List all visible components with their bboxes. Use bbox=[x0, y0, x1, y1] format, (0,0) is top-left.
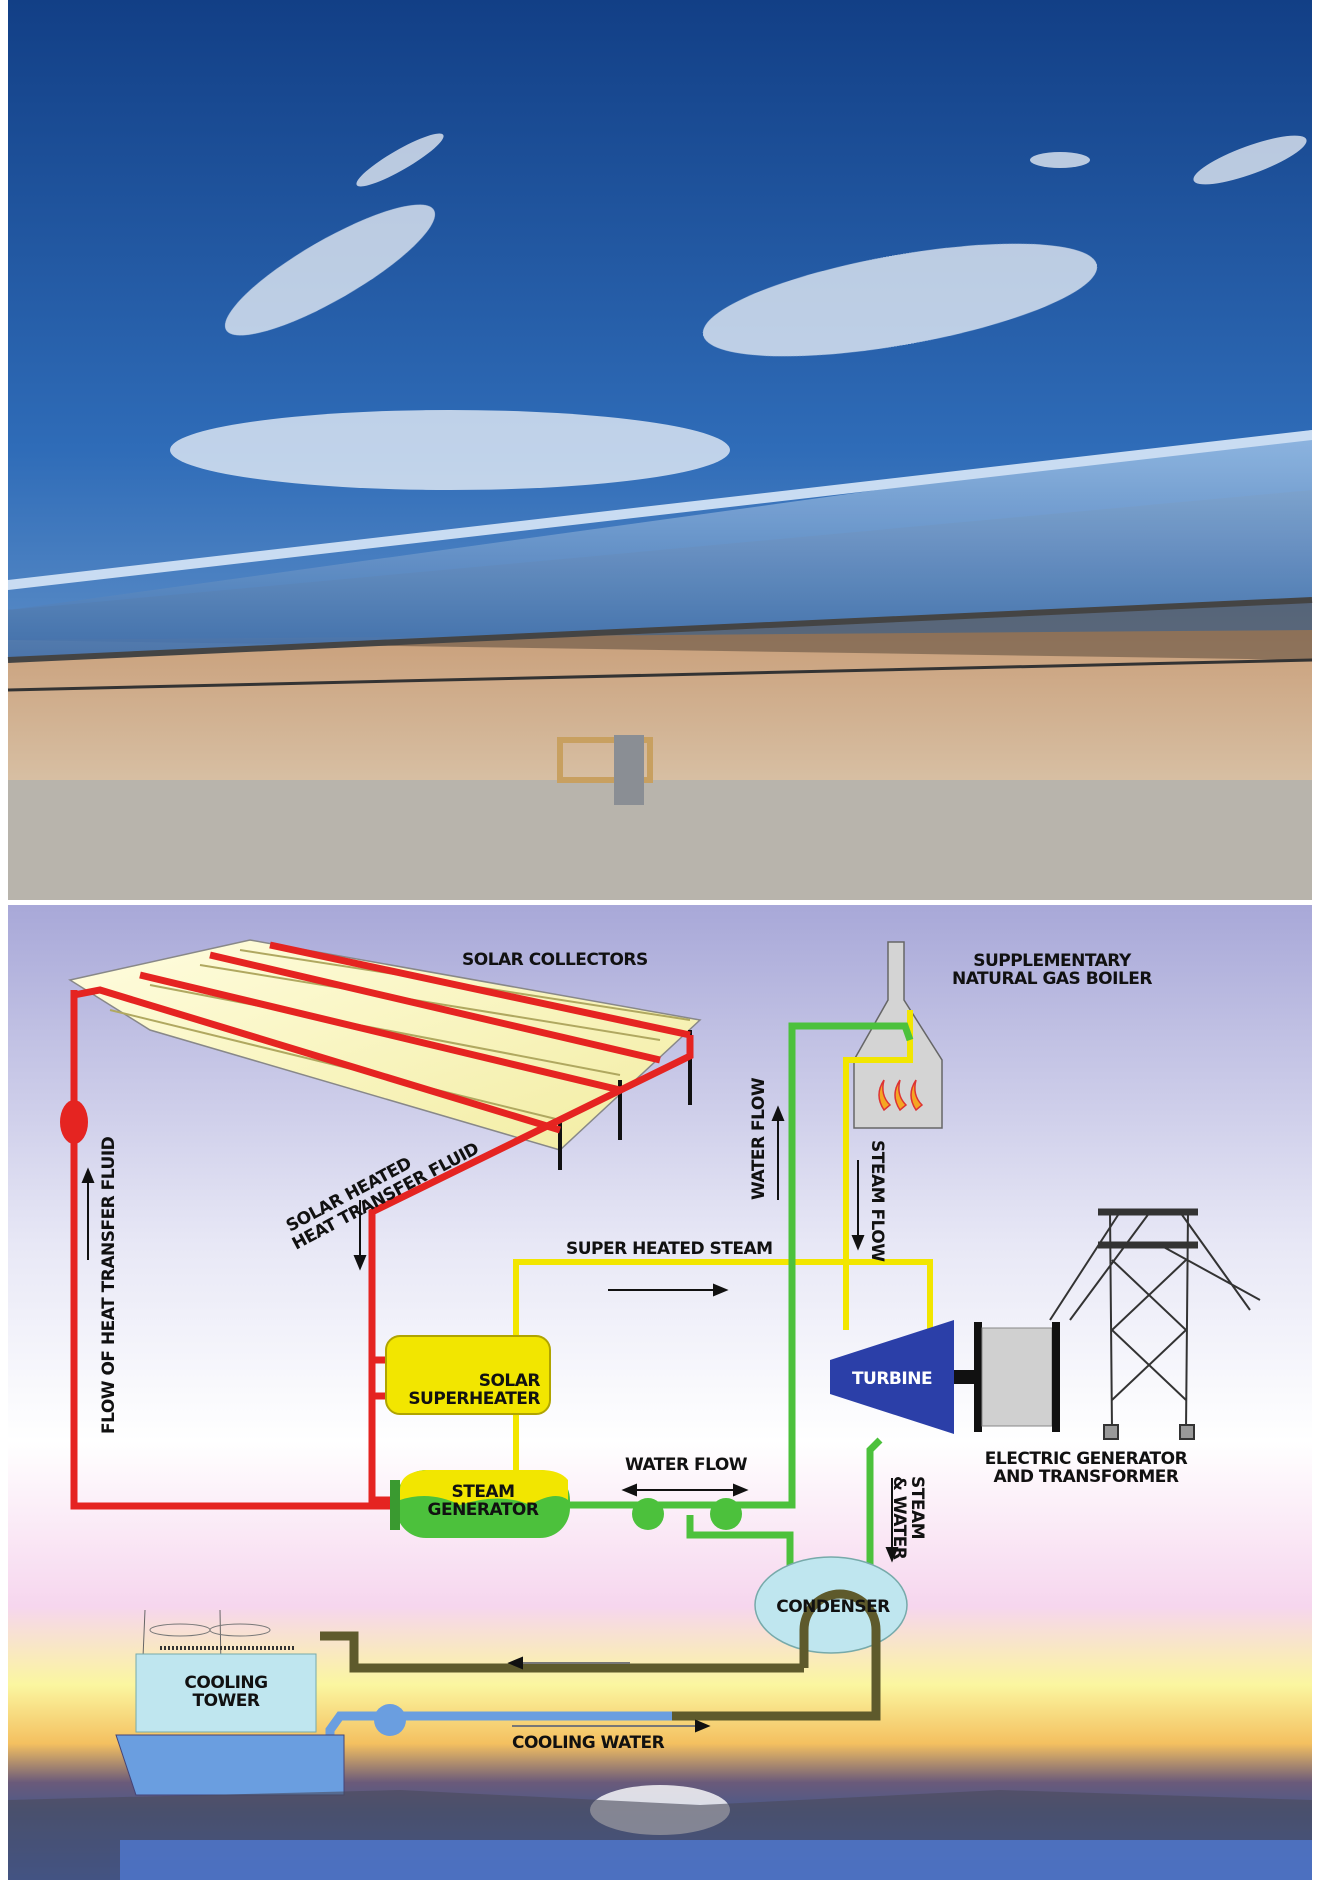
condenser-label: CONDENSER bbox=[776, 1597, 890, 1617]
flame-icon bbox=[878, 1079, 924, 1112]
solar-superheater bbox=[385, 1335, 551, 1415]
htf-pump-icon bbox=[60, 1100, 88, 1144]
water-flow-label: WATER FLOW bbox=[625, 1455, 748, 1475]
boiler-label-2: NATURAL GAS BOILER bbox=[952, 969, 1152, 989]
cooling-pump-icon bbox=[374, 1704, 406, 1736]
turbine bbox=[830, 1320, 954, 1434]
electric-generator bbox=[981, 1327, 1053, 1427]
steam-generator-label-1: STEAM bbox=[451, 1482, 514, 1502]
cooling-tower-label-2: TOWER bbox=[192, 1691, 259, 1711]
cooling-tower-label-1: COOLING bbox=[184, 1673, 267, 1693]
cooling-tower bbox=[115, 1609, 345, 1796]
flow-htf-label: FLOW OF HEAT TRANSFER FLUID bbox=[99, 1136, 119, 1434]
flow-arrows bbox=[81, 1105, 899, 1733]
superheater-label-1: SOLAR bbox=[479, 1371, 541, 1391]
cooling-water-label: COOLING WATER bbox=[512, 1733, 665, 1753]
clouds bbox=[170, 133, 1307, 490]
steam-flow-label: STEAM FLOW bbox=[867, 1140, 887, 1262]
solar-field-photo bbox=[7, 0, 1313, 900]
water-flow-vertical-label: WATER FLOW bbox=[749, 1077, 769, 1200]
generator-label-2: AND TRANSFORMER bbox=[993, 1467, 1178, 1487]
solar-collectors bbox=[68, 939, 702, 1170]
mirror-array bbox=[7, 430, 1313, 692]
water-pump-icon bbox=[632, 1498, 664, 1530]
condenser bbox=[754, 1556, 908, 1654]
steam-generator-label-2: GENERATOR bbox=[428, 1500, 539, 1520]
turbine-shaft bbox=[954, 1370, 974, 1384]
boiler-label-1: SUPPLEMENTARY bbox=[973, 951, 1132, 971]
super-heated-steam-label: SUPER HEATED STEAM bbox=[566, 1239, 773, 1259]
superheater-label-2: SUPERHEATER bbox=[408, 1389, 540, 1409]
water-pump-icon bbox=[710, 1498, 742, 1530]
transmission-tower-icon bbox=[1049, 1208, 1261, 1440]
steam-water-label-1: STEAM bbox=[907, 1476, 927, 1539]
natural-gas-boiler bbox=[853, 941, 943, 1129]
steam-water-label-2: & WATER bbox=[889, 1476, 909, 1560]
solar-field-rows bbox=[120, 1840, 1312, 1880]
turbine-label: TURBINE bbox=[852, 1369, 932, 1389]
generator-label-1: ELECTRIC GENERATOR bbox=[985, 1449, 1188, 1469]
solar-collectors-label: SOLAR COLLECTORS bbox=[462, 950, 648, 970]
steam-generator bbox=[390, 1470, 570, 1538]
